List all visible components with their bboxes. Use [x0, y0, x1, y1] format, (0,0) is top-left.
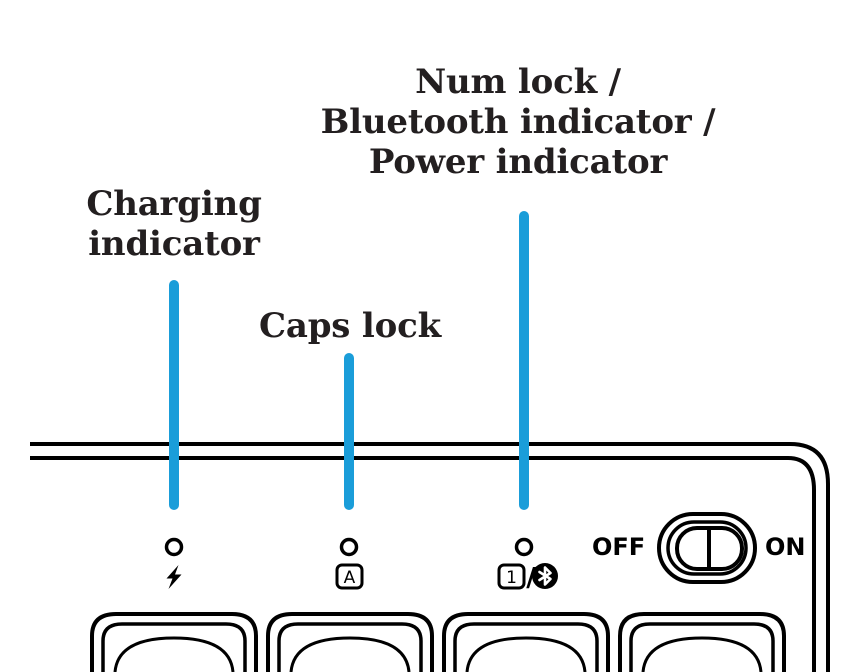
keyboard-key[interactable] — [266, 612, 434, 672]
caps-lock-letter: A — [344, 568, 356, 588]
power-switch-outer-track — [657, 512, 757, 584]
indicator-charging — [164, 537, 184, 589]
indicator-caps-lock: A — [335, 537, 364, 590]
callout-label-caps-lock: Caps lock — [259, 306, 441, 346]
key-inner-outline — [277, 622, 423, 672]
callout-label-num-lock: Num lock / Bluetooth indicator / Power i… — [320, 62, 716, 183]
keyboard-key[interactable] — [442, 612, 610, 672]
indicator-separator-slash: / — [526, 563, 536, 593]
led-circle — [339, 537, 359, 557]
num-lock-digit: 1 — [506, 568, 517, 588]
power-switch[interactable] — [657, 512, 757, 584]
key-inner-outline — [453, 622, 599, 672]
keyboard-body-outline — [30, 442, 830, 672]
power-switch-inner-track — [666, 520, 748, 576]
key-outer-outline — [618, 612, 786, 672]
key-cap-arc — [641, 636, 763, 672]
bluetooth-icon — [532, 563, 558, 589]
key-cap-arc — [113, 636, 235, 672]
key-outer-outline — [442, 612, 610, 672]
keyboard-edge-outer — [30, 442, 830, 672]
power-switch-off-label: OFF — [592, 533, 646, 561]
key-outer-outline — [90, 612, 258, 672]
key-cap-arc — [289, 636, 411, 672]
keyboard-key-row — [90, 612, 786, 672]
keyboard-edge-inner — [30, 456, 816, 672]
caps-lock-box-icon — [335, 563, 364, 590]
keyboard-key[interactable] — [618, 612, 786, 672]
led-circle — [164, 537, 184, 557]
key-inner-outline — [101, 622, 247, 672]
led-circle — [514, 537, 534, 557]
key-cap-arc — [465, 636, 587, 672]
keyboard-key[interactable] — [90, 612, 258, 672]
bluetooth-rune — [538, 566, 552, 586]
key-outer-outline — [266, 612, 434, 672]
power-switch-on-label: ON — [765, 533, 806, 561]
num-lock-box-icon — [497, 563, 526, 590]
callout-label-charging: Charging indicator — [86, 184, 262, 265]
indicator-num-lock-bluetooth-power: 1 / — [497, 537, 558, 593]
lightning-bolt-icon — [166, 565, 182, 589]
callout-leader-lines — [169, 211, 529, 510]
key-inner-outline — [629, 622, 775, 672]
